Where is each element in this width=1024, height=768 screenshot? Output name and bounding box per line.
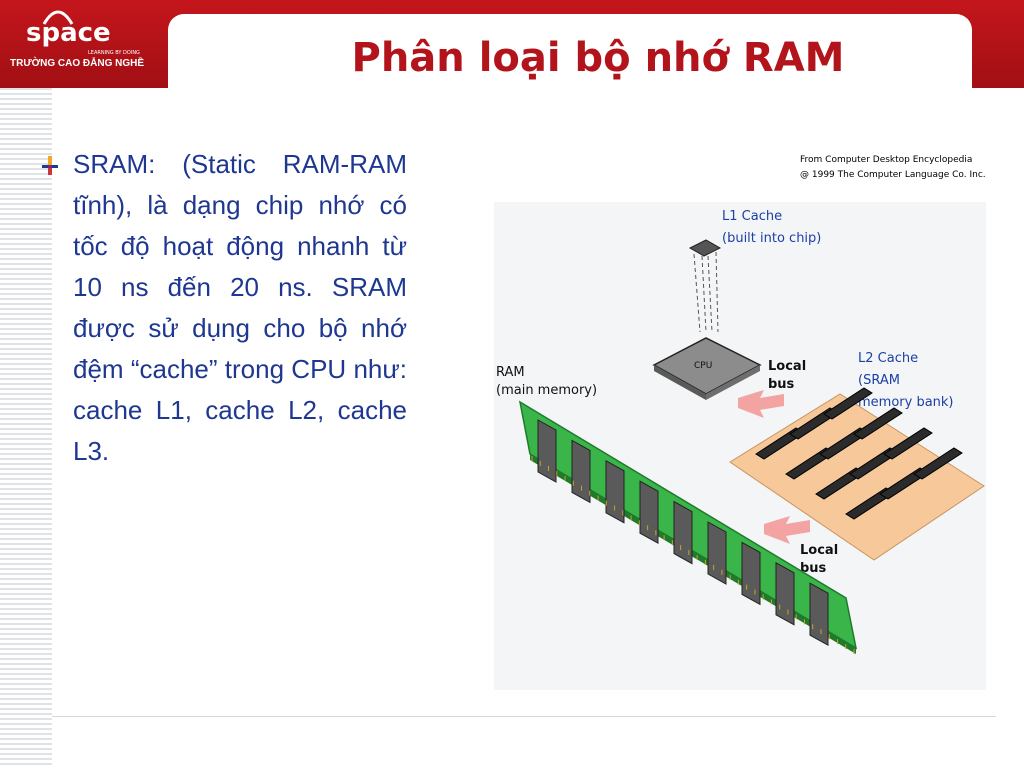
body-text: SRAM: (Static RAM-RAM tĩnh), là dạng chi… [73, 149, 407, 466]
l2-cache-sublabel-1: (SRAM [858, 373, 900, 388]
sram-chip [913, 447, 963, 480]
l1-cache-chip-icon [688, 239, 722, 257]
ram-chip [673, 500, 693, 565]
l2-cache-sublabel-2: memory bank) [858, 395, 954, 410]
l2-sram-chips [755, 387, 963, 520]
credit-line-2: @ 1999 The Computer Language Co. Inc. [800, 170, 986, 180]
left-stripe-decoration [0, 88, 52, 768]
sram-chip [823, 387, 873, 420]
logo-wordmark: space [26, 18, 111, 48]
cpu-label: CPU [694, 361, 712, 371]
logo-arc-icon [42, 10, 74, 25]
school-logo: space LEARNING BY DOING TRƯỜNG CAO ĐẲNG … [0, 0, 168, 88]
bottom-rule [52, 716, 996, 717]
l1-cache-sublabel: (built into chip) [722, 231, 821, 246]
sram-chip [853, 407, 903, 440]
local-bus-bottom-arrow-icon [764, 516, 810, 544]
ram-module [518, 400, 858, 654]
ram-label: RAM [496, 365, 525, 380]
ram-chip [571, 439, 591, 504]
ram-chip [707, 521, 727, 585]
logo-tagline: LEARNING BY DOING [88, 50, 140, 56]
ram-chip [775, 561, 795, 626]
memory-diagram: From Computer Desktop Encyclopedia @ 199… [494, 155, 986, 690]
ram-chip [741, 541, 761, 606]
l2-cache-label: L2 Cache [858, 351, 918, 366]
local-bus-top-arrow-icon [738, 390, 784, 418]
ram-sublabel: (main memory) [496, 383, 597, 398]
local-bus-bottom-sublabel: bus [800, 561, 827, 576]
credit-line-1: From Computer Desktop Encyclopedia [800, 155, 972, 165]
ram-chip [605, 459, 625, 524]
local-bus-top-label: Local [768, 359, 806, 374]
sram-chip [883, 427, 933, 460]
l1-cache-dotted-lines [693, 251, 719, 333]
cpu-chip-icon [652, 337, 762, 400]
title-panel [168, 14, 972, 88]
l1-cache-label: L1 Cache [722, 209, 782, 224]
local-bus-bottom-label: Local [800, 543, 838, 558]
slide-title: Phân loại bộ nhớ RAM [351, 35, 845, 81]
bullet-icon [42, 156, 58, 175]
local-bus-top-sublabel: bus [768, 377, 795, 392]
ram-chip [809, 582, 829, 647]
ram-chip [537, 419, 557, 483]
ram-chip [639, 480, 659, 545]
logo-subtitle: TRƯỜNG CAO ĐẲNG NGHỀ [10, 58, 145, 69]
